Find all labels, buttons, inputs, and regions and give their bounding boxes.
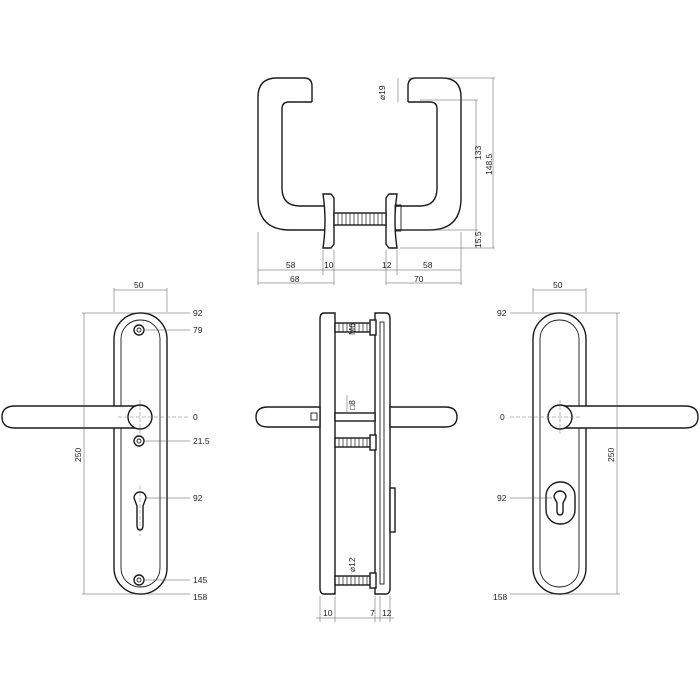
side-spindle: [334, 412, 376, 422]
side-sq8: □8: [347, 400, 357, 410]
right-front-view: 50 92 0 92 158 250: [493, 280, 699, 602]
right-p-0: 0: [500, 412, 505, 422]
top-left-handle: [257, 77, 328, 231]
left-p-158: 158: [193, 592, 207, 602]
side-lever-left: [255, 406, 321, 428]
top-w-12: 12: [382, 260, 392, 270]
top-left-rose: [322, 193, 335, 249]
left-front-view: 50 92 79 0 21.5 92 145 158 250: [1, 280, 210, 602]
top-spindle: [333, 212, 387, 226]
side-plate-right-ridge: [379, 321, 385, 585]
side-plate-right: [374, 312, 391, 595]
right-view-dimensions: [510, 288, 620, 595]
top-spindle-thread: [337, 213, 383, 225]
top-w-10: 10: [324, 260, 334, 270]
right-height-250: 250: [606, 448, 616, 462]
right-width-50: 50: [553, 280, 563, 290]
top-w-58-left: 58: [286, 260, 296, 270]
top-w-70: 70: [414, 274, 424, 284]
left-p-92-top: 92: [193, 308, 203, 318]
left-view-dimensions: [82, 288, 190, 595]
left-p-145: 145: [193, 575, 207, 585]
side-set-screw: [310, 412, 318, 421]
side-dia12: ⌀12: [347, 557, 357, 572]
left-screw-mid-inner: [136, 438, 142, 444]
right-lever: [559, 405, 699, 429]
side-view-dimensions: [316, 395, 394, 622]
left-screw-bottom: [133, 574, 145, 586]
left-p-0: 0: [193, 412, 198, 422]
side-w-7: 7: [370, 608, 375, 618]
left-p-92-cyl: 92: [193, 493, 203, 503]
side-bolt-mid-head: [369, 434, 377, 451]
side-cylinder-cover: [389, 487, 396, 533]
right-plate: [532, 312, 587, 595]
side-bolt-top-head: [369, 319, 377, 336]
left-height-250: 250: [73, 448, 83, 462]
top-right-handle: [392, 77, 462, 231]
left-screw-bottom-inner: [136, 577, 142, 583]
right-cylinder-hole: [553, 490, 567, 516]
top-dia-19: ⌀19: [377, 85, 387, 100]
side-plate-left: [319, 312, 336, 595]
top-h-148-5: 148.5: [484, 153, 494, 175]
side-view: M6 □8 ⌀12 10 7 12: [255, 312, 458, 622]
left-width-50: 50: [134, 280, 144, 290]
top-right-rose-cap: [394, 204, 402, 232]
top-w-58-right: 58: [423, 260, 433, 270]
left-plate-inner: [120, 319, 161, 588]
left-screw-top: [133, 324, 145, 336]
top-view-dimensions: [257, 77, 495, 285]
side-m6: M6: [347, 323, 357, 335]
right-plate-inner: [539, 319, 580, 588]
left-screw-top-inner: [136, 327, 142, 333]
left-lever: [1, 405, 141, 429]
side-lever-right: [389, 406, 458, 428]
right-p-92-top: 92: [497, 308, 507, 318]
left-plate: [113, 312, 168, 595]
side-bolt-bottom-head: [369, 572, 377, 589]
side-w-12: 12: [382, 608, 392, 618]
left-p-21-5: 21.5: [193, 436, 210, 446]
right-p-158: 158: [493, 592, 507, 602]
left-screw-mid: [133, 435, 145, 447]
right-p-92-cyl: 92: [497, 493, 507, 503]
side-w-10: 10: [323, 608, 333, 618]
top-h-15-5: 15.5: [473, 231, 483, 248]
left-p-79: 79: [193, 325, 203, 335]
top-w-68: 68: [290, 274, 300, 284]
top-view: ⌀19 133 148.5 15.5 58 10 12 58 68 70: [257, 77, 495, 285]
top-h-133: 133: [473, 146, 483, 160]
